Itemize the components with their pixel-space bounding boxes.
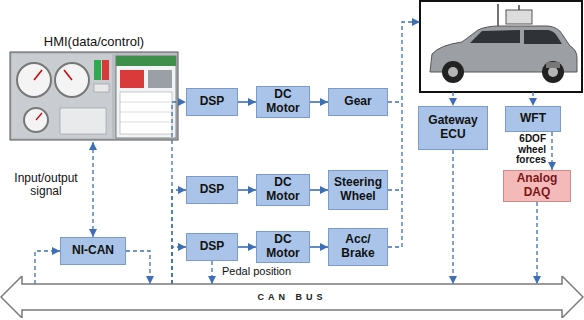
wheel-hub [548, 67, 558, 77]
motor-box: DC Motor [256, 231, 310, 263]
indicator [60, 108, 106, 134]
actuator-box: Gear [328, 88, 388, 116]
box-label: Gateway ECU [422, 114, 484, 142]
controller-box: DSP [186, 88, 238, 116]
box-label: Analog DAQ [507, 172, 567, 200]
box-label: DC Motor [260, 233, 306, 261]
car-window [524, 30, 562, 44]
box-label: DC Motor [260, 176, 306, 204]
gauge-needle [34, 70, 42, 80]
signal-label: Pedal position [222, 265, 291, 277]
connector [92, 142, 93, 237]
box-label: NI-CAN [72, 244, 114, 258]
daq-box: Analog DAQ [503, 170, 571, 202]
connector [310, 101, 328, 103]
connector [172, 102, 186, 284]
motor-box: DC Motor [256, 174, 310, 206]
connector [310, 246, 328, 248]
gauge [55, 63, 89, 97]
wheel-hub [448, 67, 458, 77]
hmi-table [120, 92, 172, 134]
hmi-window-header [116, 56, 176, 66]
connector [536, 202, 537, 284]
gauge-needle [64, 70, 72, 80]
wheel [542, 61, 564, 83]
bus-band: CAN BUS [0, 276, 584, 318]
hmi-panel: HMI(data/control) [8, 34, 180, 142]
actuator-box: Acc/ Brake [328, 228, 388, 266]
wheel [442, 61, 464, 83]
gauge-needle [36, 113, 42, 120]
antenna [497, 4, 499, 26]
box-label: DC Motor [260, 88, 306, 116]
hmi-tile [120, 70, 144, 88]
roof-equipment [506, 10, 532, 24]
connector [172, 190, 186, 284]
panel-title: HMI(data/control) [44, 34, 144, 50]
wheel-force-sensor [546, 62, 560, 68]
box-label: Gear [344, 95, 371, 109]
vehicle-signal-line [532, 92, 533, 106]
hmi-table-rule [120, 102, 172, 103]
actuator-box: Steering Wheel [328, 170, 388, 210]
vehicle-photo [420, 1, 582, 92]
indicator [94, 84, 109, 92]
hmi-screenshot [10, 52, 178, 140]
connector [35, 251, 60, 284]
hmi-table-rule [120, 122, 172, 123]
connector [126, 251, 150, 284]
signal-label: 6DOF wheel forces [500, 134, 546, 166]
connector [238, 189, 256, 191]
car-window [470, 30, 520, 43]
box-label: DSP [200, 240, 225, 254]
level-bar [94, 60, 101, 80]
box-label: Acc/ Brake [332, 233, 384, 261]
box-label: DSP [200, 95, 225, 109]
hmi-table-rule [120, 112, 172, 113]
photo-frame [420, 1, 582, 92]
connector [452, 150, 453, 284]
connector [238, 246, 256, 248]
gauge [17, 63, 51, 97]
connector [551, 132, 552, 170]
level-bar [102, 60, 109, 80]
controller-box: DSP [186, 176, 238, 204]
controller-box: DSP [186, 233, 238, 261]
bus-label: CAN BUS [257, 292, 326, 302]
hmi-panel [10, 52, 178, 140]
bus-outline [1, 276, 583, 318]
connector [310, 189, 328, 191]
hmi-gauge-area [12, 54, 112, 138]
gauge [24, 108, 48, 132]
hmi-window [116, 56, 176, 138]
ecu-box: Gateway ECU [418, 106, 488, 150]
box-label: DSP [200, 183, 225, 197]
interface-box: NI-CAN [60, 237, 126, 265]
box-label: Steering Wheel [332, 176, 384, 204]
sensor-box: WFT [505, 106, 561, 132]
actuation-line [388, 22, 420, 247]
signal-label: Input/output signal [4, 172, 88, 198]
antenna [518, 5, 520, 10]
hmi-tile [148, 70, 172, 88]
connector [211, 261, 212, 284]
motor-box: DC Motor [256, 86, 310, 118]
connector [172, 247, 186, 284]
box-label: WFT [520, 112, 546, 126]
connector [238, 101, 256, 103]
vehicle-signal-line [452, 92, 453, 106]
